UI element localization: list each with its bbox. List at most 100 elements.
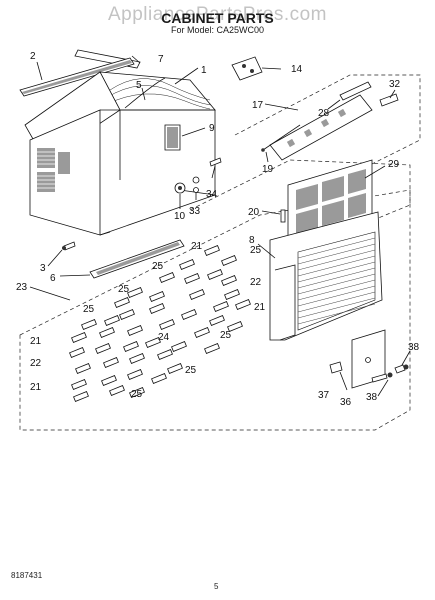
callout-19: 19 (262, 164, 274, 175)
grommet-part-10 (174, 182, 186, 194)
callout-38a: 38 (408, 342, 420, 353)
callout-21a: 21 (191, 241, 203, 252)
callout-6: 6 (50, 273, 56, 284)
louver-frame-part-17 (269, 94, 373, 161)
clip-piece (207, 269, 223, 280)
front-panel-part-8 (269, 211, 383, 341)
callout-labels: 1 2 3 5 6 7 8 9 10 14 17 19 20 21 21 21 … (16, 51, 420, 408)
leader-lines (29, 55, 411, 397)
clip-piece (204, 245, 220, 256)
clip-piece (221, 255, 237, 266)
callout-25b: 25 (118, 284, 130, 295)
clip-piece (127, 287, 143, 298)
clip-piece (171, 341, 187, 352)
model-subtitle: For Model: CA25WC00 (170, 25, 265, 35)
callout-25d: 25 (220, 330, 232, 341)
clip-piece (129, 387, 145, 398)
callout-20: 20 (248, 207, 260, 218)
clip-piece (73, 391, 89, 402)
basepan-rib-part-5 (124, 77, 166, 109)
clip-piece (227, 321, 243, 332)
clip-part-20 (280, 209, 286, 223)
clip-piece (71, 332, 87, 343)
clip-piece (99, 327, 115, 338)
clip-piece (149, 291, 165, 302)
diagram-title: CABINET PARTS (161, 10, 274, 26)
callout-29: 29 (388, 159, 400, 170)
side-rail-part-2 (19, 57, 135, 97)
callout-24: 24 (158, 332, 170, 343)
clip-piece (109, 385, 125, 396)
page-number: 5 (214, 582, 219, 591)
callout-25e: 25 (185, 365, 197, 376)
clip-piece (221, 275, 237, 286)
callout-5: 5 (136, 80, 142, 91)
clip-piece (179, 259, 195, 270)
screw-part-33 (192, 176, 200, 193)
callout-21d: 21 (30, 382, 42, 393)
callout-25c: 25 (83, 304, 95, 315)
callout-23: 23 (16, 282, 28, 293)
callout-7: 7 (158, 54, 164, 65)
callout-37: 37 (318, 390, 330, 401)
clip-piece (159, 272, 175, 283)
clip-piece (224, 289, 240, 300)
clip-part-32 (379, 93, 399, 107)
callout-22b: 22 (30, 358, 42, 369)
cover-strip-part-28 (339, 81, 372, 101)
watermark: AppliancePartsPros.com (107, 4, 328, 25)
callout-2: 2 (30, 51, 36, 62)
clip-piece (159, 319, 175, 330)
clip-piece (149, 303, 165, 314)
clip-piece (181, 309, 197, 320)
clip-piece (127, 369, 143, 380)
clip-piece (114, 297, 130, 308)
callout-8: 8 (249, 235, 255, 246)
callout-17: 17 (252, 100, 264, 111)
screw-part-3 (62, 241, 76, 251)
callout-25a: 25 (152, 261, 164, 272)
clip-piece (157, 349, 173, 360)
clip-piece (71, 379, 87, 390)
clip-piece (235, 299, 251, 310)
clip-piece (151, 373, 167, 384)
bracket-part-14 (231, 56, 263, 81)
clip-piece (189, 289, 205, 300)
callout-25f: 25 (131, 389, 143, 400)
clip-piece (209, 315, 225, 326)
callout-10: 10 (174, 211, 186, 222)
support-bar-part-9 (164, 124, 181, 151)
callout-25g: 25 (250, 245, 262, 256)
clip-piece (213, 301, 229, 312)
clip-piece (184, 273, 200, 284)
clip-piece (119, 309, 135, 320)
callout-36: 36 (340, 397, 352, 408)
clip-piece (103, 357, 119, 368)
callout-32: 32 (389, 79, 401, 90)
bottom-strip-part-6 (89, 239, 185, 279)
clip-piece (95, 343, 111, 354)
clip-piece (69, 347, 85, 358)
clip-piece (194, 327, 210, 338)
clip-piece (101, 375, 117, 386)
clip-piece (75, 363, 91, 374)
clip-piece (129, 353, 145, 364)
screw-part-34 (209, 157, 222, 167)
cabinet-shell-part-1 (24, 71, 216, 236)
clip-set-parts-21-22-24-25 (69, 245, 251, 402)
screw-part-38b (371, 372, 393, 383)
document-number: 8187431 (11, 571, 43, 580)
callout-38b: 38 (366, 392, 378, 403)
callout-21c: 21 (30, 336, 42, 347)
clip-piece (127, 325, 143, 336)
screw-part-38a (394, 364, 409, 374)
clip-piece (123, 341, 139, 352)
callout-21b: 21 (254, 302, 266, 313)
knob-part-37 (329, 361, 343, 374)
clip-piece (167, 363, 183, 374)
clip-piece (204, 343, 220, 354)
callout-33: 33 (189, 206, 201, 217)
callout-22a: 22 (250, 277, 262, 288)
